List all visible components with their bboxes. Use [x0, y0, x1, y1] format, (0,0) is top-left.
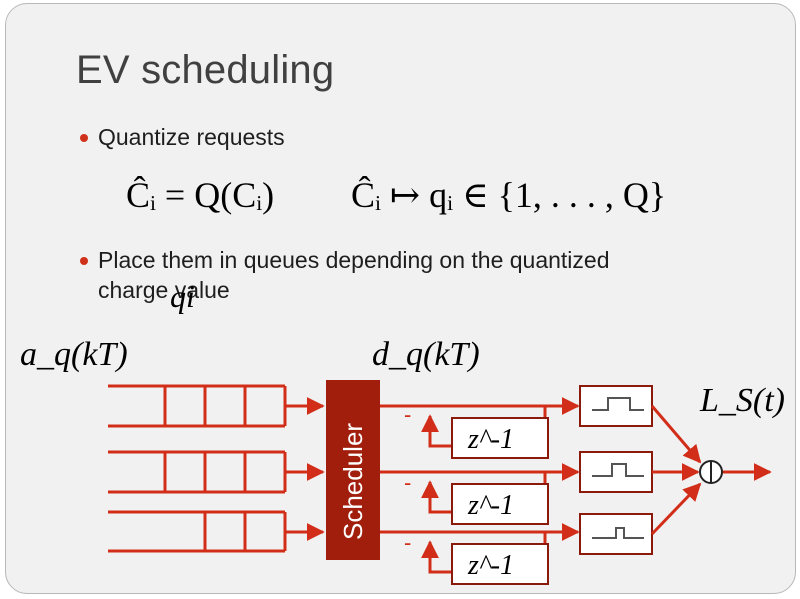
delay-label: z^-1 [467, 550, 514, 581]
delay-label: z^-1 [467, 490, 514, 521]
scheduler-label: Scheduler [338, 423, 368, 540]
delay-box-3: z^-1 [451, 543, 549, 585]
bullet-dot-icon [80, 134, 88, 142]
bullet-queues: Place them in queues depending on the qu… [80, 245, 640, 305]
equation-text: Ĉᵢ ↦ qᵢ ∈ {1, . . . , Q} [351, 175, 667, 215]
minus-sign: - [404, 402, 411, 427]
delay-box-1: z^-1 [451, 417, 549, 459]
queue-row-3 [108, 510, 325, 553]
pulse-box-2 [579, 451, 653, 493]
queue-row-2 [108, 450, 325, 494]
slide-title: EV scheduling [76, 48, 335, 92]
minus-sign: - [404, 530, 411, 555]
slide: EV scheduling Quantize requests Ĉᵢ = Q(C… [5, 3, 796, 594]
delay-box-2: z^-1 [451, 483, 549, 525]
sum-junction-icon [699, 460, 723, 484]
bullet-quantize: Quantize requests [80, 122, 285, 152]
sum-inputs [650, 405, 772, 536]
minus-sign: - [404, 470, 411, 495]
bullet-text: Quantize requests [98, 124, 285, 150]
qi-symbol: qi [170, 278, 195, 314]
sum-label: L_S(t) [700, 382, 785, 419]
pulse-box-3 [579, 513, 653, 555]
output-label: d_q(kT) [372, 336, 480, 373]
bullet-text: Place them in queues depending on the qu… [98, 247, 610, 303]
input-label: a_q(kT) [20, 336, 128, 373]
queue-row-1 [108, 384, 325, 428]
equation-mapping: Ĉᵢ ↦ qᵢ ∈ {1, . . . , Q} [351, 174, 666, 216]
pulse-box-1 [579, 385, 653, 427]
delay-label: z^-1 [467, 424, 514, 455]
scheduler-block [326, 380, 380, 560]
bullet-dot-icon [80, 257, 88, 265]
equation-quantize: Ĉᵢ = Q(Cᵢ) [126, 174, 274, 216]
equation-text: Ĉᵢ = Q(Cᵢ) [126, 175, 275, 215]
